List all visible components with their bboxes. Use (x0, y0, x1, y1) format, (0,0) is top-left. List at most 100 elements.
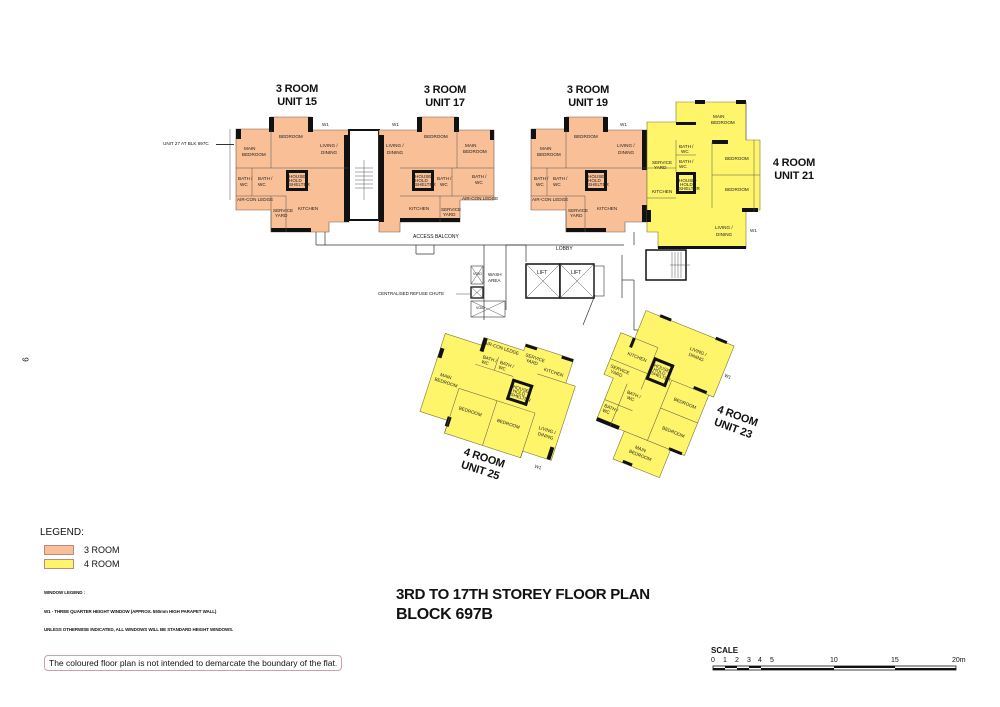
svg-text:YARD: YARD (275, 213, 288, 218)
svg-text:HOUSE-: HOUSE- (512, 384, 531, 394)
block-title: BLOCK 697B (396, 606, 493, 623)
window-legend-w1: W1 - THREE QUARTER HEIGHT WINDOW (APPROX… (44, 609, 217, 614)
scale-tick-2: 2 (735, 657, 739, 664)
legend-swatch-4-room (44, 559, 74, 569)
svg-text:SERVICE: SERVICE (273, 208, 293, 213)
svg-text:SHELTER: SHELTER (510, 392, 532, 403)
scale-tick-4: 4 (758, 657, 762, 664)
legend-label: 4 ROOM (84, 559, 120, 569)
scale-tick-10: 10 (830, 657, 838, 664)
void-label-top: VOID (473, 272, 482, 276)
svg-text:WC: WC (681, 149, 689, 154)
refuse-area (456, 265, 506, 318)
svg-text:WC: WC (481, 359, 490, 366)
svg-text:SHELTER: SHELTER (289, 182, 311, 187)
unit-type: 3 ROOM (275, 83, 319, 95)
svg-text:W1: W1 (620, 122, 627, 127)
svg-text:DINING: DINING (387, 150, 404, 155)
disclaimer-note: The coloured floor plan is not intended … (44, 655, 343, 671)
svg-text:HOUSE-: HOUSE- (653, 363, 672, 375)
svg-text:WC: WC (536, 182, 544, 187)
svg-text:BATH /: BATH / (258, 176, 273, 181)
svg-text:KITCHEN: KITCHEN (409, 206, 429, 211)
scale-tick-15: 15 (891, 657, 899, 664)
svg-text:BATH /: BATH / (553, 176, 568, 181)
legend-item-4-room: 4 ROOM (44, 559, 120, 569)
svg-text:KITCHEN: KITCHEN (543, 367, 564, 378)
svg-text:YARD: YARD (610, 369, 624, 379)
svg-text:MAIN: MAIN (540, 146, 551, 151)
svg-text:HOLD: HOLD (512, 388, 526, 397)
legend-title: LEGEND: (40, 527, 84, 538)
svg-text:W1: W1 (750, 228, 757, 233)
svg-text:LIVING /: LIVING / (689, 346, 708, 358)
unit-number: UNIT 19 (568, 97, 608, 109)
svg-text:MAIN: MAIN (713, 114, 724, 119)
svg-text:BEDROOM: BEDROOM (725, 187, 749, 192)
svg-text:BATH /: BATH / (679, 159, 694, 164)
scale-tick-20: 20m (952, 657, 966, 664)
unit-number: UNIT 15 (277, 96, 317, 108)
svg-text:HOLD: HOLD (680, 182, 693, 187)
legend-label: 3 ROOM (84, 545, 120, 555)
svg-text:MAIN: MAIN (244, 146, 255, 151)
unit-15-title: 3 ROOM UNIT 15 (262, 83, 332, 109)
svg-text:BATH /: BATH / (472, 174, 487, 179)
svg-text:HOUSE-: HOUSE- (588, 174, 606, 179)
svg-text:W1: W1 (534, 464, 543, 471)
svg-text:SHELTER: SHELTER (588, 182, 610, 187)
access-balcony-label: ACCESS BALCONY (413, 234, 459, 240)
svg-text:WC: WC (498, 365, 507, 372)
svg-text:WC: WC (553, 182, 561, 187)
stair-1 (348, 129, 380, 221)
unit-type: 3 ROOM (566, 84, 610, 96)
svg-text:W1: W1 (724, 373, 733, 380)
unit-21-title: 4 ROOM UNIT 21 (764, 157, 824, 183)
svg-text:WC: WC (475, 180, 483, 185)
plan-title: 3RD TO 17TH STOREY FLOOR PLAN (396, 586, 650, 603)
svg-text:BEDROOM: BEDROOM (463, 149, 487, 154)
svg-text:YARD: YARD (654, 165, 667, 170)
svg-text:BATH /: BATH / (534, 176, 549, 181)
svg-text:SHELTER: SHELTER (415, 182, 437, 187)
svg-text:BEDROOM: BEDROOM (711, 120, 735, 125)
unit-19-title: 3 ROOM UNIT 19 (553, 84, 623, 110)
svg-text:YARD: YARD (570, 213, 583, 218)
svg-text:BEDROOM: BEDROOM (424, 134, 448, 139)
svg-text:BATH /: BATH / (499, 360, 515, 369)
scale-tick-3: 3 (747, 657, 751, 664)
legend-item-3-room: 3 ROOM (44, 545, 120, 555)
lobby-label: LOBBY (556, 246, 573, 252)
scale-title: SCALE (711, 646, 739, 655)
svg-text:LIVING /: LIVING / (538, 425, 557, 435)
svg-text:LIVING /: LIVING / (715, 225, 733, 230)
svg-text:KITCHEN: KITCHEN (597, 206, 617, 211)
svg-text:WC: WC (602, 408, 612, 416)
svg-text:WC: WC (440, 182, 448, 187)
unit-number: UNIT 17 (425, 97, 465, 109)
svg-text:MAIN: MAIN (634, 445, 647, 454)
svg-text:BATH /: BATH / (679, 144, 694, 149)
svg-text:WC: WC (626, 395, 636, 403)
svg-text:BATH /: BATH / (604, 403, 620, 413)
window-legend-title: WINDOW LEGEND : (44, 590, 85, 595)
scale-tick-5: 5 (770, 657, 774, 664)
svg-text:YARD: YARD (525, 358, 539, 367)
refuse-chute-label: CENTRALISED REFUSE CHUTE (378, 291, 445, 296)
svg-text:BATH /: BATH / (626, 390, 642, 400)
svg-text:SERVICE: SERVICE (652, 160, 672, 165)
lift-2-label: LIFT (571, 270, 582, 276)
svg-text:HOLD: HOLD (415, 178, 428, 183)
svg-text:W1: W1 (322, 122, 329, 127)
lift-shafts (525, 263, 605, 299)
unit-27-reference: UNIT 27 AT BLK 697C (163, 141, 209, 146)
svg-text:AIR-CON LEDGE: AIR-CON LEDGE (532, 197, 568, 202)
svg-text:WC: WC (679, 164, 687, 169)
svg-text:BEDROOM: BEDROOM (279, 134, 303, 139)
